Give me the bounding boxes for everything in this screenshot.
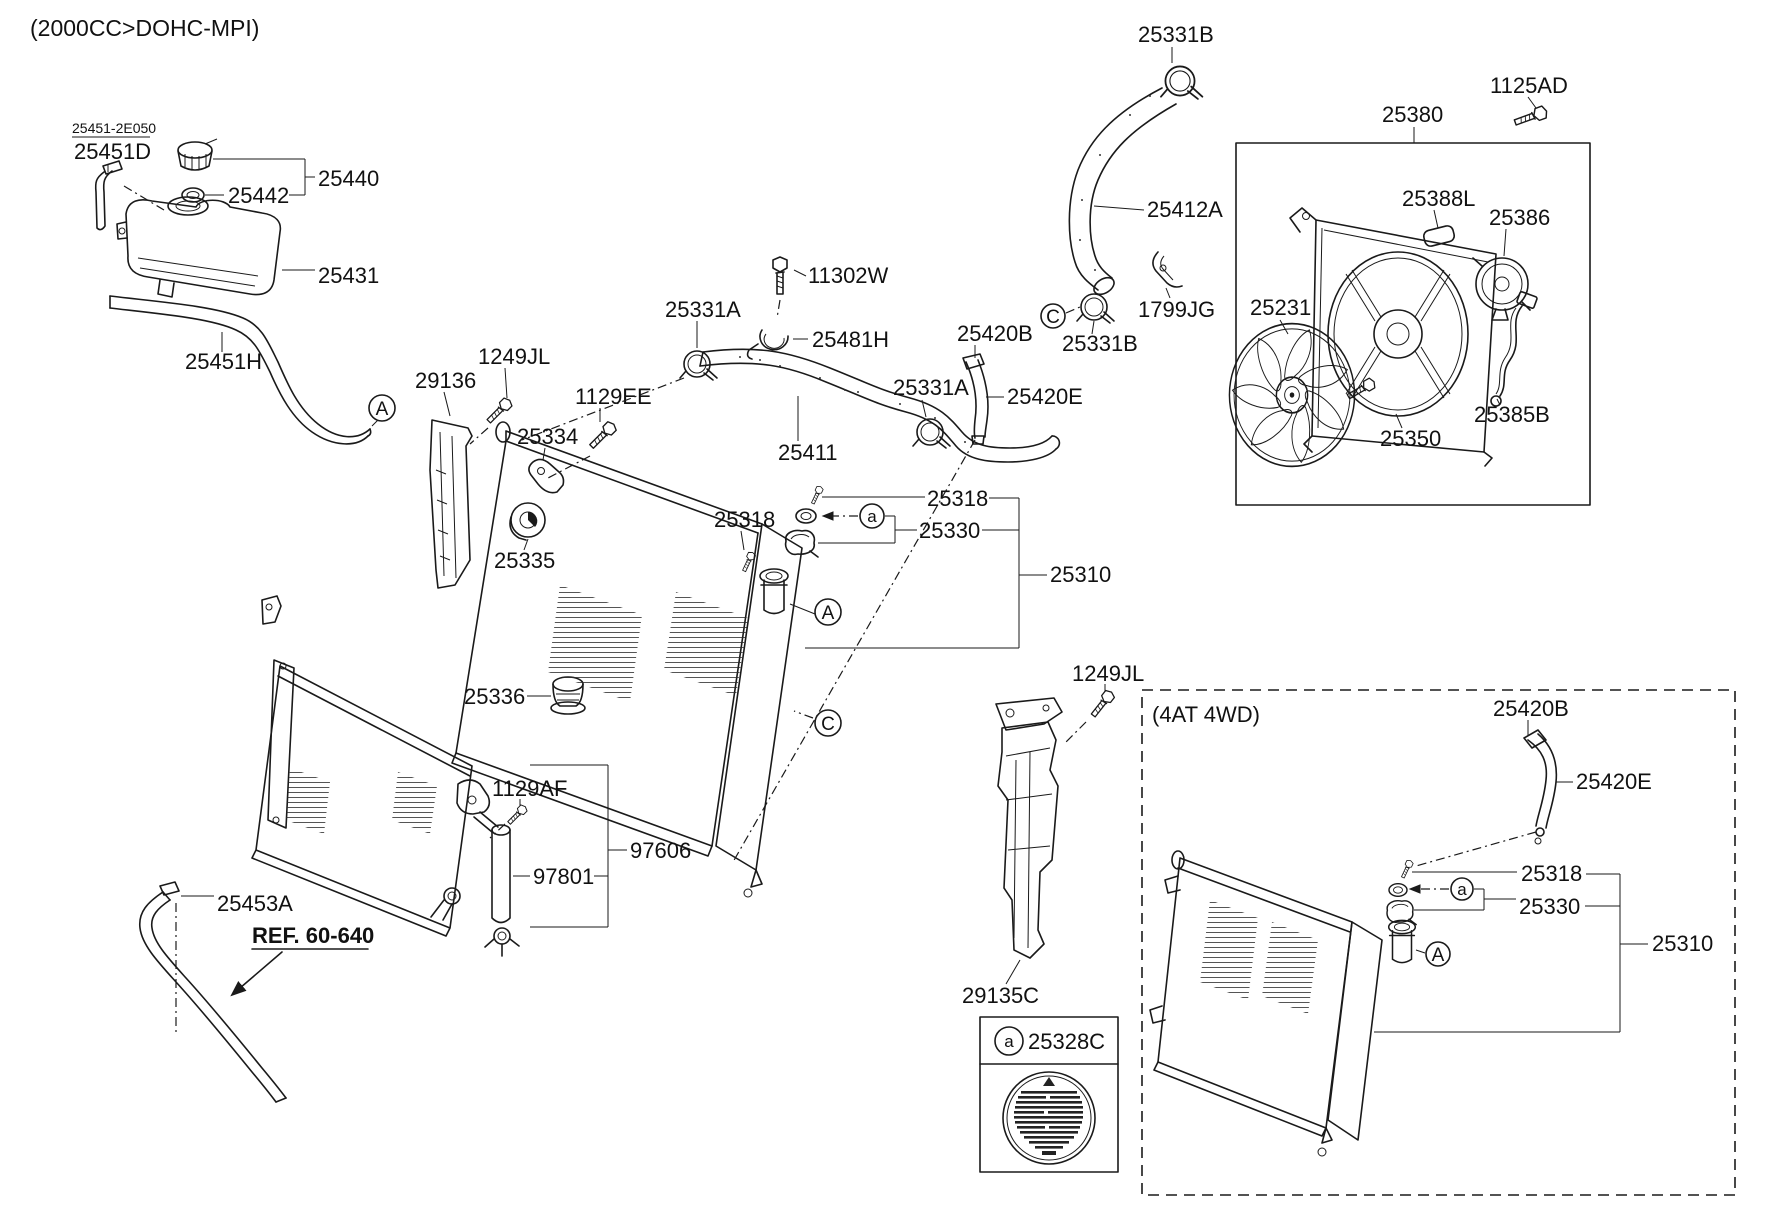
part-label-25310-1: 25310 xyxy=(1050,562,1111,587)
part-label-29136: 29136 xyxy=(415,368,476,393)
caution-label-text-art xyxy=(1014,1077,1083,1155)
part-label-25336: 25336 xyxy=(464,684,525,709)
part-label-25388L: 25388L xyxy=(1402,186,1475,211)
circle-marker-a: a xyxy=(867,507,877,526)
variant-box-label: (4AT 4WD) xyxy=(1152,702,1260,727)
part-label-25386: 25386 xyxy=(1489,205,1550,230)
mount-25335-group: 25335 xyxy=(494,502,555,573)
bolt-1129EE-group: 1129EE xyxy=(547,384,652,479)
page-title: (2000CC>DOHC-MPI) xyxy=(30,15,259,41)
main-radiator-group: A C xyxy=(451,421,842,898)
part-label-25380: 25380 xyxy=(1382,102,1443,127)
reservoir-tank-group: 25451-2E050 25451D 25442 25440 25431 xyxy=(72,120,379,298)
part-label-25411: 25411 xyxy=(778,440,838,465)
fan-blade-assembly xyxy=(1228,322,1356,468)
part-label-1249JL-1: 1249JL xyxy=(478,344,550,369)
part-label-25350: 25350 xyxy=(1380,426,1441,451)
part-label-25451H: 25451H xyxy=(185,349,262,374)
part-label-25328C: 25328C xyxy=(1028,1029,1105,1054)
part-label-1125AD: 1125AD xyxy=(1490,73,1568,98)
mount-25336-group: 25336 xyxy=(464,676,586,715)
part-label-25331B-2: 25331B xyxy=(1062,331,1138,356)
part-label-25331B-1: 25331B xyxy=(1138,22,1214,47)
part-label-25331A-1: 25331A xyxy=(665,297,741,322)
variant-4at4wd-box-group: (4AT 4WD) A a 25318 25330 25310 25420B 2… xyxy=(1141,689,1736,1196)
part-label-1249JL-2: 1249JL xyxy=(1072,661,1144,686)
part-label-25412A: 25412A xyxy=(1147,197,1223,222)
part-label-29135C: 29135C xyxy=(962,983,1039,1008)
air-guard-29135C-group: 1249JL 29135C xyxy=(962,661,1144,1008)
ref-60-640-link[interactable]: REF. 60-640 xyxy=(252,923,374,948)
circle-marker-C: C xyxy=(1046,307,1060,328)
part-label-25318-4wd: 25318 xyxy=(1521,861,1582,886)
upper-hose-group: 25331A 25411 25331A 11302W 25481H xyxy=(521,256,1061,465)
condenser-group: 97606 1129AF 97801 xyxy=(251,595,691,957)
part-label-1799JG: 1799JG xyxy=(1138,297,1215,322)
part-label-25335: 25335 xyxy=(494,548,555,573)
part-label-1129EE: 1129EE xyxy=(575,384,652,409)
caution-label-box-group: a 25328C xyxy=(979,1016,1119,1173)
part-label-25385B: 25385B xyxy=(1474,402,1550,427)
part-label-11302W: 11302W xyxy=(808,263,889,288)
part-label-25420E-2: 25420E xyxy=(1576,769,1652,794)
circle-marker-C: C xyxy=(821,714,835,735)
part-label-25420E-1: 25420E xyxy=(1007,384,1083,409)
part-label-25331A-2: 25331A xyxy=(893,375,969,400)
hose-texture-dots xyxy=(739,356,966,443)
bracket-25334-group: 25334 xyxy=(517,424,578,494)
circle-marker-A: A xyxy=(822,603,835,624)
circle-marker-A: A xyxy=(376,399,389,420)
part-label-25231: 25231 xyxy=(1250,295,1311,320)
part-label-97801: 97801 xyxy=(533,864,594,889)
circle-marker-a: a xyxy=(1004,1032,1014,1051)
part-label-25330-2: 25330 xyxy=(1519,894,1580,919)
part-label-25481H: 25481H xyxy=(812,327,889,352)
part-label-97606: 97606 xyxy=(630,838,691,863)
part-label-1129AF: 1129AF xyxy=(492,776,567,801)
part-label-25442: 25442 xyxy=(228,183,289,208)
part-label-25431: 25431 xyxy=(318,263,379,288)
main-cap-callout-group: 25318 a 25318 25330 25310 xyxy=(714,439,1111,863)
part-label-25451-code: 25451-2E050 xyxy=(72,120,156,136)
part-label-25451D: 25451D xyxy=(74,139,151,164)
part-label-25330-1: 25330 xyxy=(919,518,980,543)
air-baffle-29136-group: 29136 1249JL xyxy=(415,344,550,589)
part-label-25318-left: 25318 xyxy=(714,507,775,532)
circle-marker-a: a xyxy=(1457,880,1467,899)
part-label-25420B-1: 25420B xyxy=(957,321,1033,346)
overflow-hose-group: 25451H A xyxy=(109,295,396,445)
part-label-25420B-2: 25420B xyxy=(1493,696,1569,721)
part-label-25334: 25334 xyxy=(517,424,578,449)
part-label-25440: 25440 xyxy=(318,166,379,191)
circle-marker-A: A xyxy=(1432,945,1445,966)
right-hose-group: 25331B 25412A 25331B C 1799JG 25420B 254… xyxy=(957,22,1223,445)
fan-assembly-box-group: 25380 1125AD 25231 xyxy=(1228,73,1591,506)
lower-hose-ref-group: 25453A REF. 60-640 xyxy=(138,881,374,1103)
part-label-25453A: 25453A xyxy=(217,891,293,916)
part-label-25310-2: 25310 xyxy=(1652,931,1713,956)
